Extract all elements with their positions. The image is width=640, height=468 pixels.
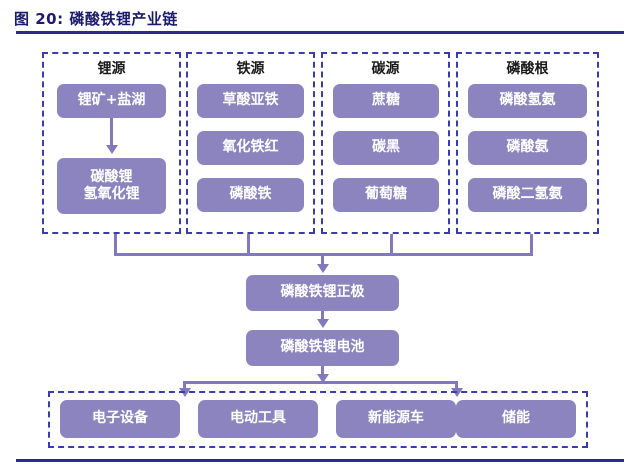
node-ammonium-phosphate[interactable]: 磷酸氨	[468, 131, 587, 165]
connector-applications-bus	[183, 381, 458, 384]
group-title-phosphate-source: 磷酸根	[506, 61, 549, 77]
connector-apps-left-drop	[183, 381, 186, 391]
node-iron-oxide-red[interactable]: 氧化铁红	[197, 131, 304, 165]
node-lfp-battery[interactable]: 磷酸铁锂电池	[246, 330, 399, 366]
node-app-energy-storage[interactable]: 储能	[456, 400, 576, 438]
title-divider-rule	[16, 31, 624, 34]
node-iron-phosphate[interactable]: 磷酸铁	[197, 178, 304, 212]
group-box-phosphate-source: 磷酸根	[456, 52, 599, 234]
group-title-iron-source: 铁源	[236, 61, 265, 77]
node-app-power-tools[interactable]: 电动工具	[198, 400, 318, 438]
node-ammonium-hydrogen-phosphate[interactable]: 磷酸氢氨	[468, 84, 587, 118]
group-box-iron-source: 铁源	[186, 52, 315, 234]
arrow-battery-down	[316, 374, 329, 383]
node-lithium-carbonate-hydroxide[interactable]: 碳酸锂 氢氧化锂	[57, 158, 166, 214]
node-carbon-black[interactable]: 碳黑	[333, 131, 439, 165]
connector-group4-drop	[530, 234, 533, 256]
connector-battery-drop	[321, 366, 324, 378]
arrow-bus-to-cathode	[316, 264, 329, 273]
connector-apps-right-drop	[455, 381, 458, 391]
group-title-lithium-source: 锂源	[97, 61, 126, 77]
connector-lithium-vertical	[110, 118, 113, 148]
node-lfp-cathode[interactable]: 磷酸铁锂正极	[246, 275, 399, 311]
figure-title: 图 20: 磷酸铁锂产业链	[14, 10, 178, 28]
node-app-new-energy-vehicle[interactable]: 新能源车	[336, 400, 456, 438]
bottom-divider-rule	[16, 459, 624, 462]
node-app-electronics[interactable]: 电子设备	[60, 400, 180, 438]
connector-group3-drop	[390, 234, 393, 256]
connector-group1-drop	[114, 234, 117, 256]
arrow-cathode-to-battery	[316, 319, 329, 328]
group-box-carbon-source: 碳源	[321, 52, 450, 234]
connector-group2-drop	[247, 234, 250, 256]
node-ammonium-dihydrogen-phosphate[interactable]: 磷酸二氢氨	[468, 178, 587, 212]
node-sucrose[interactable]: 蔗糖	[333, 84, 439, 118]
group-title-carbon-source: 碳源	[371, 61, 400, 77]
node-lithium-ore-saltlake[interactable]: 锂矿+盐湖	[57, 84, 166, 118]
node-line-lithium-carbonate: 碳酸锂	[90, 168, 133, 185]
arrow-lithium-down	[105, 145, 118, 154]
node-line-lithium-hydroxide: 氢氧化锂	[83, 186, 140, 202]
node-glucose[interactable]: 葡萄糖	[333, 178, 439, 212]
node-ferrous-oxalate[interactable]: 草酸亚铁	[197, 84, 304, 118]
connector-bus-to-cathode	[321, 253, 324, 267]
connector-cathode-to-battery	[321, 311, 324, 323]
group-box-applications	[48, 391, 588, 448]
group-box-lithium-source: 锂源	[42, 52, 181, 234]
